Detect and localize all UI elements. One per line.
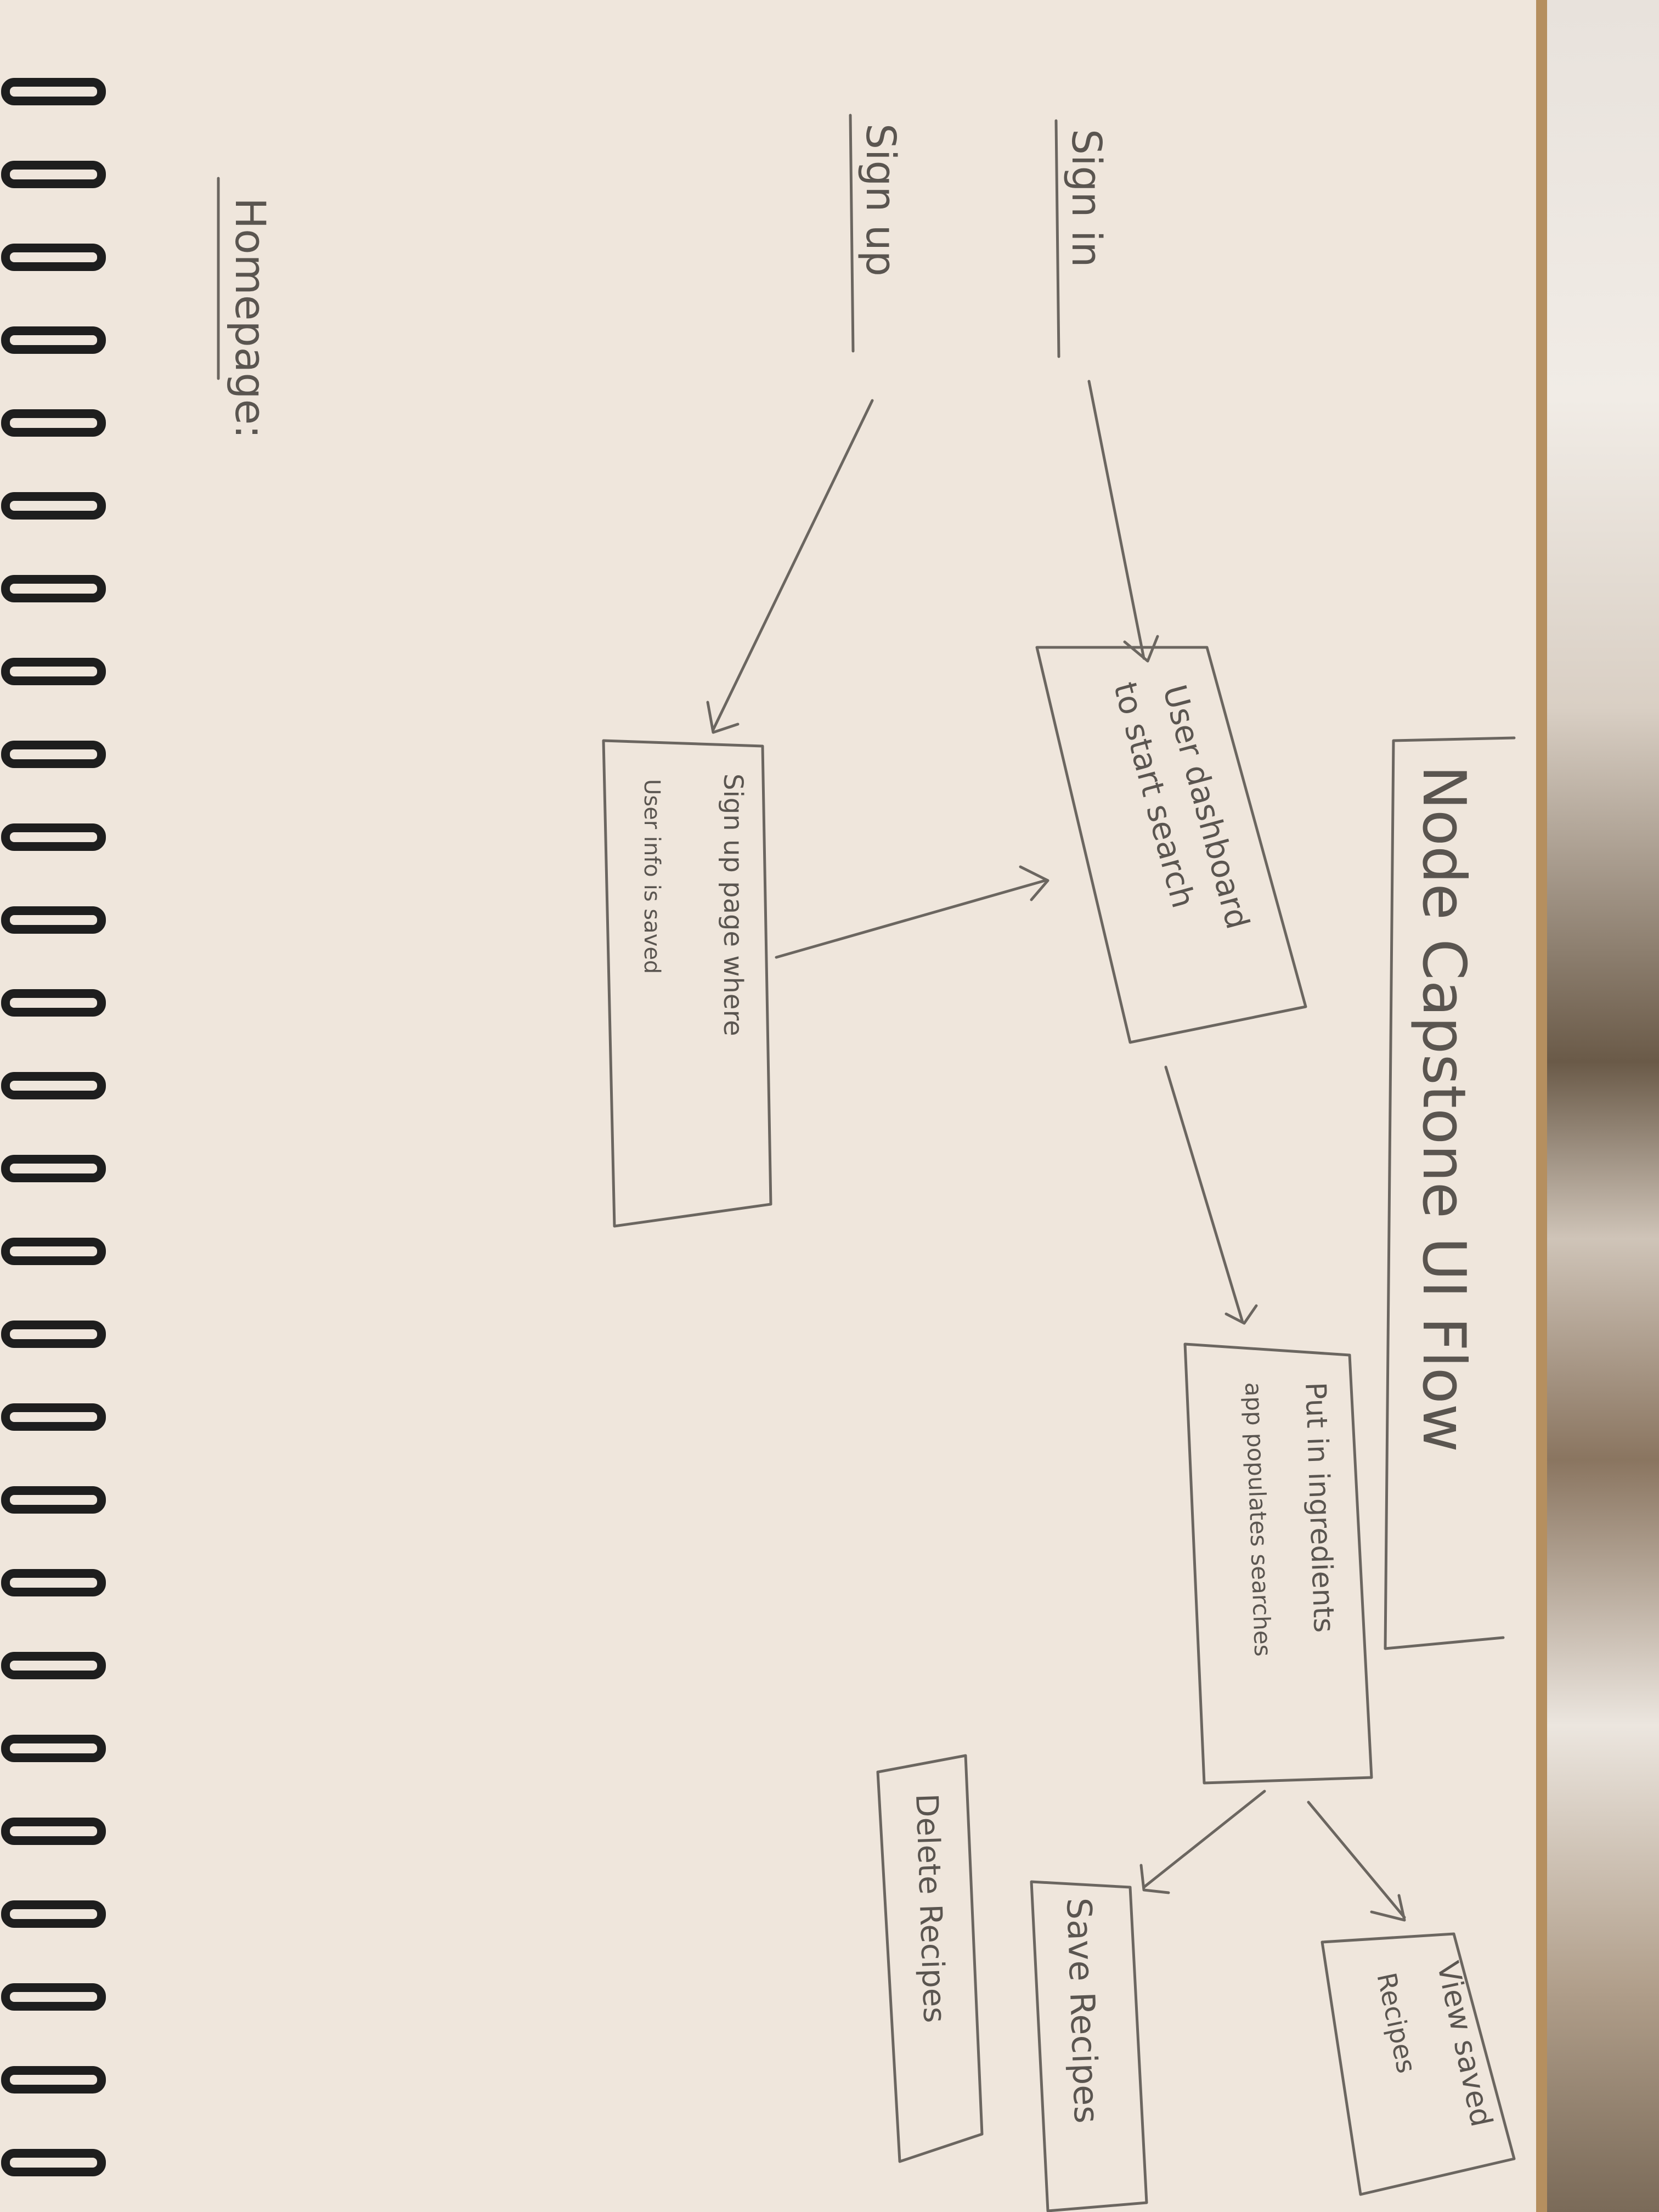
arrowhead-viewsaved: [1370, 1894, 1406, 1922]
spiral-loop: [1, 1321, 106, 1348]
save-recipes-box: [1030, 1880, 1148, 2212]
view-saved-text-line2: Recipes: [1370, 1970, 1421, 2076]
arrow-signin-to-dashboard: [1087, 380, 1146, 660]
arrow-signup-to-signuppage: [712, 399, 874, 731]
spiral-loop: [1, 658, 106, 685]
arrowhead-save: [1139, 1864, 1170, 1894]
spiral-loop: [1, 1818, 106, 1845]
arrowhead-dashboard: [1123, 635, 1159, 663]
node-sign-in: Sign in: [1063, 129, 1110, 267]
arrowhead-ingredients: [1224, 1304, 1258, 1325]
spiral-loop: [1, 989, 106, 1017]
view-saved-text-line1: View saved: [1430, 1959, 1499, 2130]
spiral-loop: [1, 1569, 106, 1596]
title-box: [1384, 736, 1516, 1650]
arrow-ingredients-to-save: [1142, 1790, 1266, 1889]
spiral-loop: [1, 1403, 106, 1431]
spiral-loop: [1, 823, 106, 851]
spiral-loop: [1, 906, 106, 934]
spiral-loop: [1, 161, 106, 188]
arrowhead-signuppage: [706, 701, 740, 734]
ingredients-text-line1: Put in ingredients: [1299, 1381, 1340, 1633]
spiral-binding: [1, 78, 106, 2176]
sign-up-underline: [849, 114, 855, 353]
view-saved-box: [1321, 1932, 1516, 2196]
spiral-loop: [1, 1238, 106, 1265]
spiral-loop: [1, 409, 106, 437]
spiral-loop: [1, 1155, 106, 1182]
marble-countertop: [1525, 0, 1659, 2212]
sign-in-underline: [1054, 119, 1060, 358]
spiral-loop: [1, 326, 106, 354]
spiral-loop: [1, 2149, 106, 2176]
homepage-label: Homepage:: [226, 198, 275, 439]
spiral-loop: [1, 78, 106, 105]
arrow-dashboard-to-ingredients: [1164, 1065, 1244, 1324]
diagram-title: Node Capstone UI Flow: [1409, 765, 1478, 1452]
spiral-loop: [1, 741, 106, 768]
dashboard-box: [1035, 646, 1307, 1044]
spiral-loop: [1, 1735, 106, 1762]
arrow-signuppage-to-dashboard: [775, 879, 1047, 959]
spiral-loop: [1, 1983, 106, 2011]
ingredients-box: [1183, 1342, 1373, 1785]
spiral-loop: [1, 1486, 106, 1514]
spiral-loop: [1, 1900, 106, 1928]
signup-page-text-line1: Sign up page where: [718, 774, 748, 1036]
spiral-loop: [1, 492, 106, 520]
arrowhead-dashboard-2: [1019, 865, 1049, 901]
node-sign-up: Sign up: [857, 123, 904, 276]
spiral-loop: [1, 1652, 106, 1679]
signup-page-text-line2: User info is saved: [639, 779, 664, 974]
delete-recipes-box: [876, 1754, 984, 2163]
node-delete-recipes: Delete Recipes: [909, 1793, 952, 2023]
spiral-loop: [1, 1072, 106, 1099]
ingredients-text-line2: app populates searches: [1240, 1382, 1276, 1657]
spiral-loop: [1, 575, 106, 602]
spiral-loop: [1, 2066, 106, 2094]
node-save-recipes: Save Recipes: [1059, 1897, 1107, 2124]
signup-page-box: [602, 739, 772, 1228]
spiral-loop: [1, 244, 106, 271]
arrow-ingredients-to-viewsaved: [1307, 1801, 1406, 1919]
